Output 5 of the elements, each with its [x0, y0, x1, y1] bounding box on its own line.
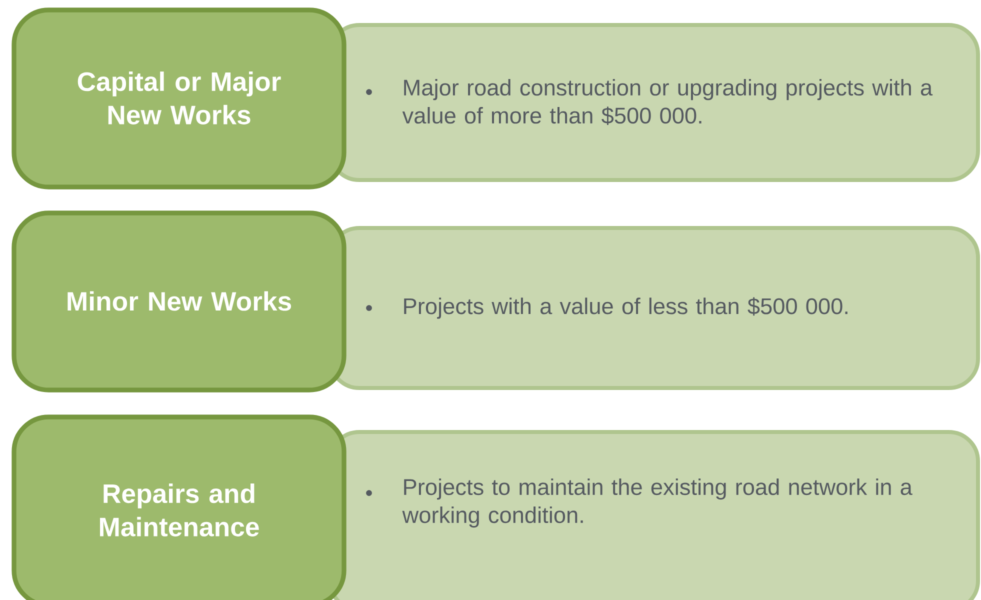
category-box: Minor New Works [12, 210, 346, 392]
description-panel: Projects with a value of less than $500 000. [328, 226, 980, 390]
description-panel: Major road construction or upgrading projects with a value of more than $500 000. [328, 23, 980, 182]
category-box: Repairs and Maintenance [12, 414, 346, 600]
category-box: Capital or Major New Works [12, 8, 346, 190]
